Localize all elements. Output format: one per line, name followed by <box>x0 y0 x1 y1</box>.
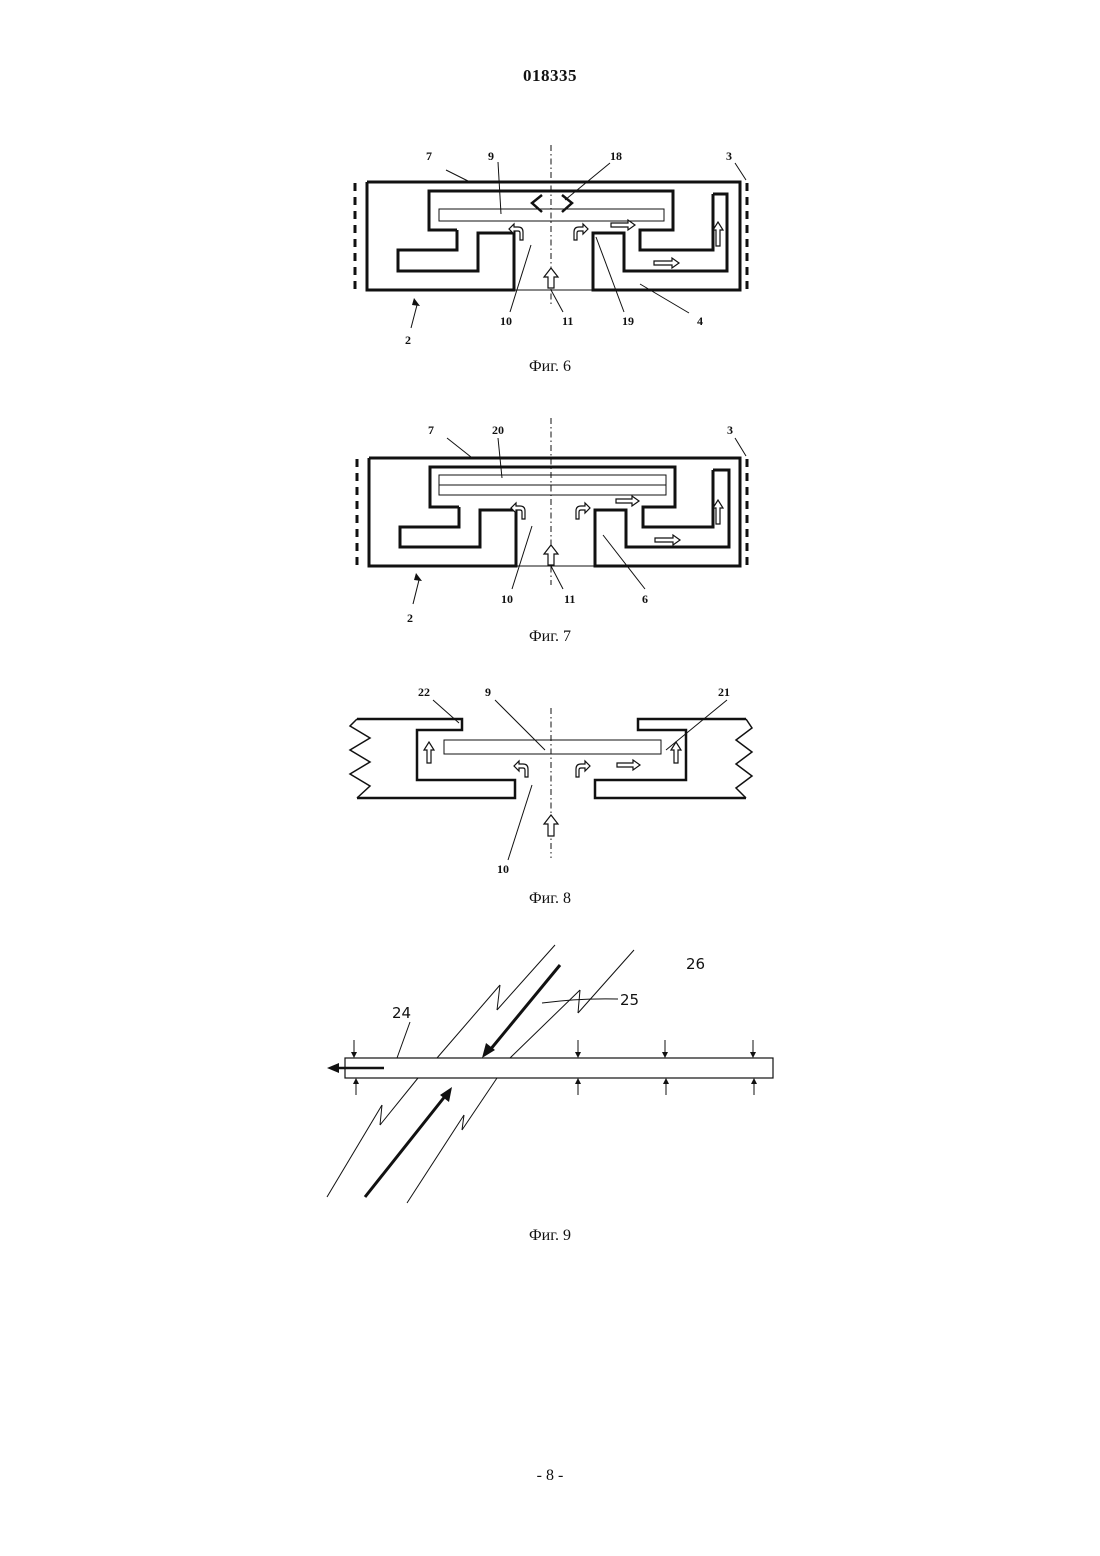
figure-9: 24 25 26 Фиг. 9 <box>0 935 1100 1255</box>
figure-9-drawing: 24 25 26 <box>0 935 1100 1210</box>
label-10: 10 <box>500 314 512 328</box>
figure-6-drawing: 7 9 18 3 10 11 19 4 2 <box>0 140 1100 350</box>
label-18: 18 <box>610 149 622 163</box>
label-7: 7 <box>428 423 434 437</box>
label-25: 25 <box>620 991 639 1009</box>
label-11: 11 <box>562 314 573 328</box>
label-10: 10 <box>497 862 509 876</box>
label-19: 19 <box>622 314 634 328</box>
label-24: 24 <box>392 1004 411 1022</box>
figure-7-caption: Фиг. 7 <box>0 628 1100 646</box>
figure-8: 22 9 21 10 Фиг. 8 <box>0 680 1100 920</box>
label-3: 3 <box>726 149 732 163</box>
figure-6: 7 9 18 3 10 11 19 4 2 Фиг. 6 <box>0 140 1100 390</box>
label-6: 6 <box>642 592 648 606</box>
label-22: 22 <box>418 685 430 699</box>
figure-6-caption: Фиг. 6 <box>0 358 1100 376</box>
label-3: 3 <box>727 423 733 437</box>
document-number: 018335 <box>0 66 1100 86</box>
figure-7: 7 20 3 10 11 6 2 Фиг. 7 <box>0 418 1100 658</box>
figure-8-caption: Фиг. 8 <box>0 890 1100 908</box>
label-9: 9 <box>488 149 494 163</box>
label-4: 4 <box>697 314 703 328</box>
label-2: 2 <box>407 611 413 625</box>
label-26: 26 <box>686 955 705 973</box>
page-number: - 8 - <box>0 1467 1100 1485</box>
label-11: 11 <box>564 592 575 606</box>
label-20: 20 <box>492 423 504 437</box>
label-21: 21 <box>718 685 730 699</box>
label-10: 10 <box>501 592 513 606</box>
figure-8-drawing: 22 9 21 10 <box>0 680 1100 880</box>
label-9: 9 <box>485 685 491 699</box>
figure-7-drawing: 7 20 3 10 11 6 2 <box>0 418 1100 628</box>
label-7: 7 <box>426 149 432 163</box>
label-2: 2 <box>405 333 411 347</box>
figure-9-caption: Фиг. 9 <box>0 1227 1100 1245</box>
